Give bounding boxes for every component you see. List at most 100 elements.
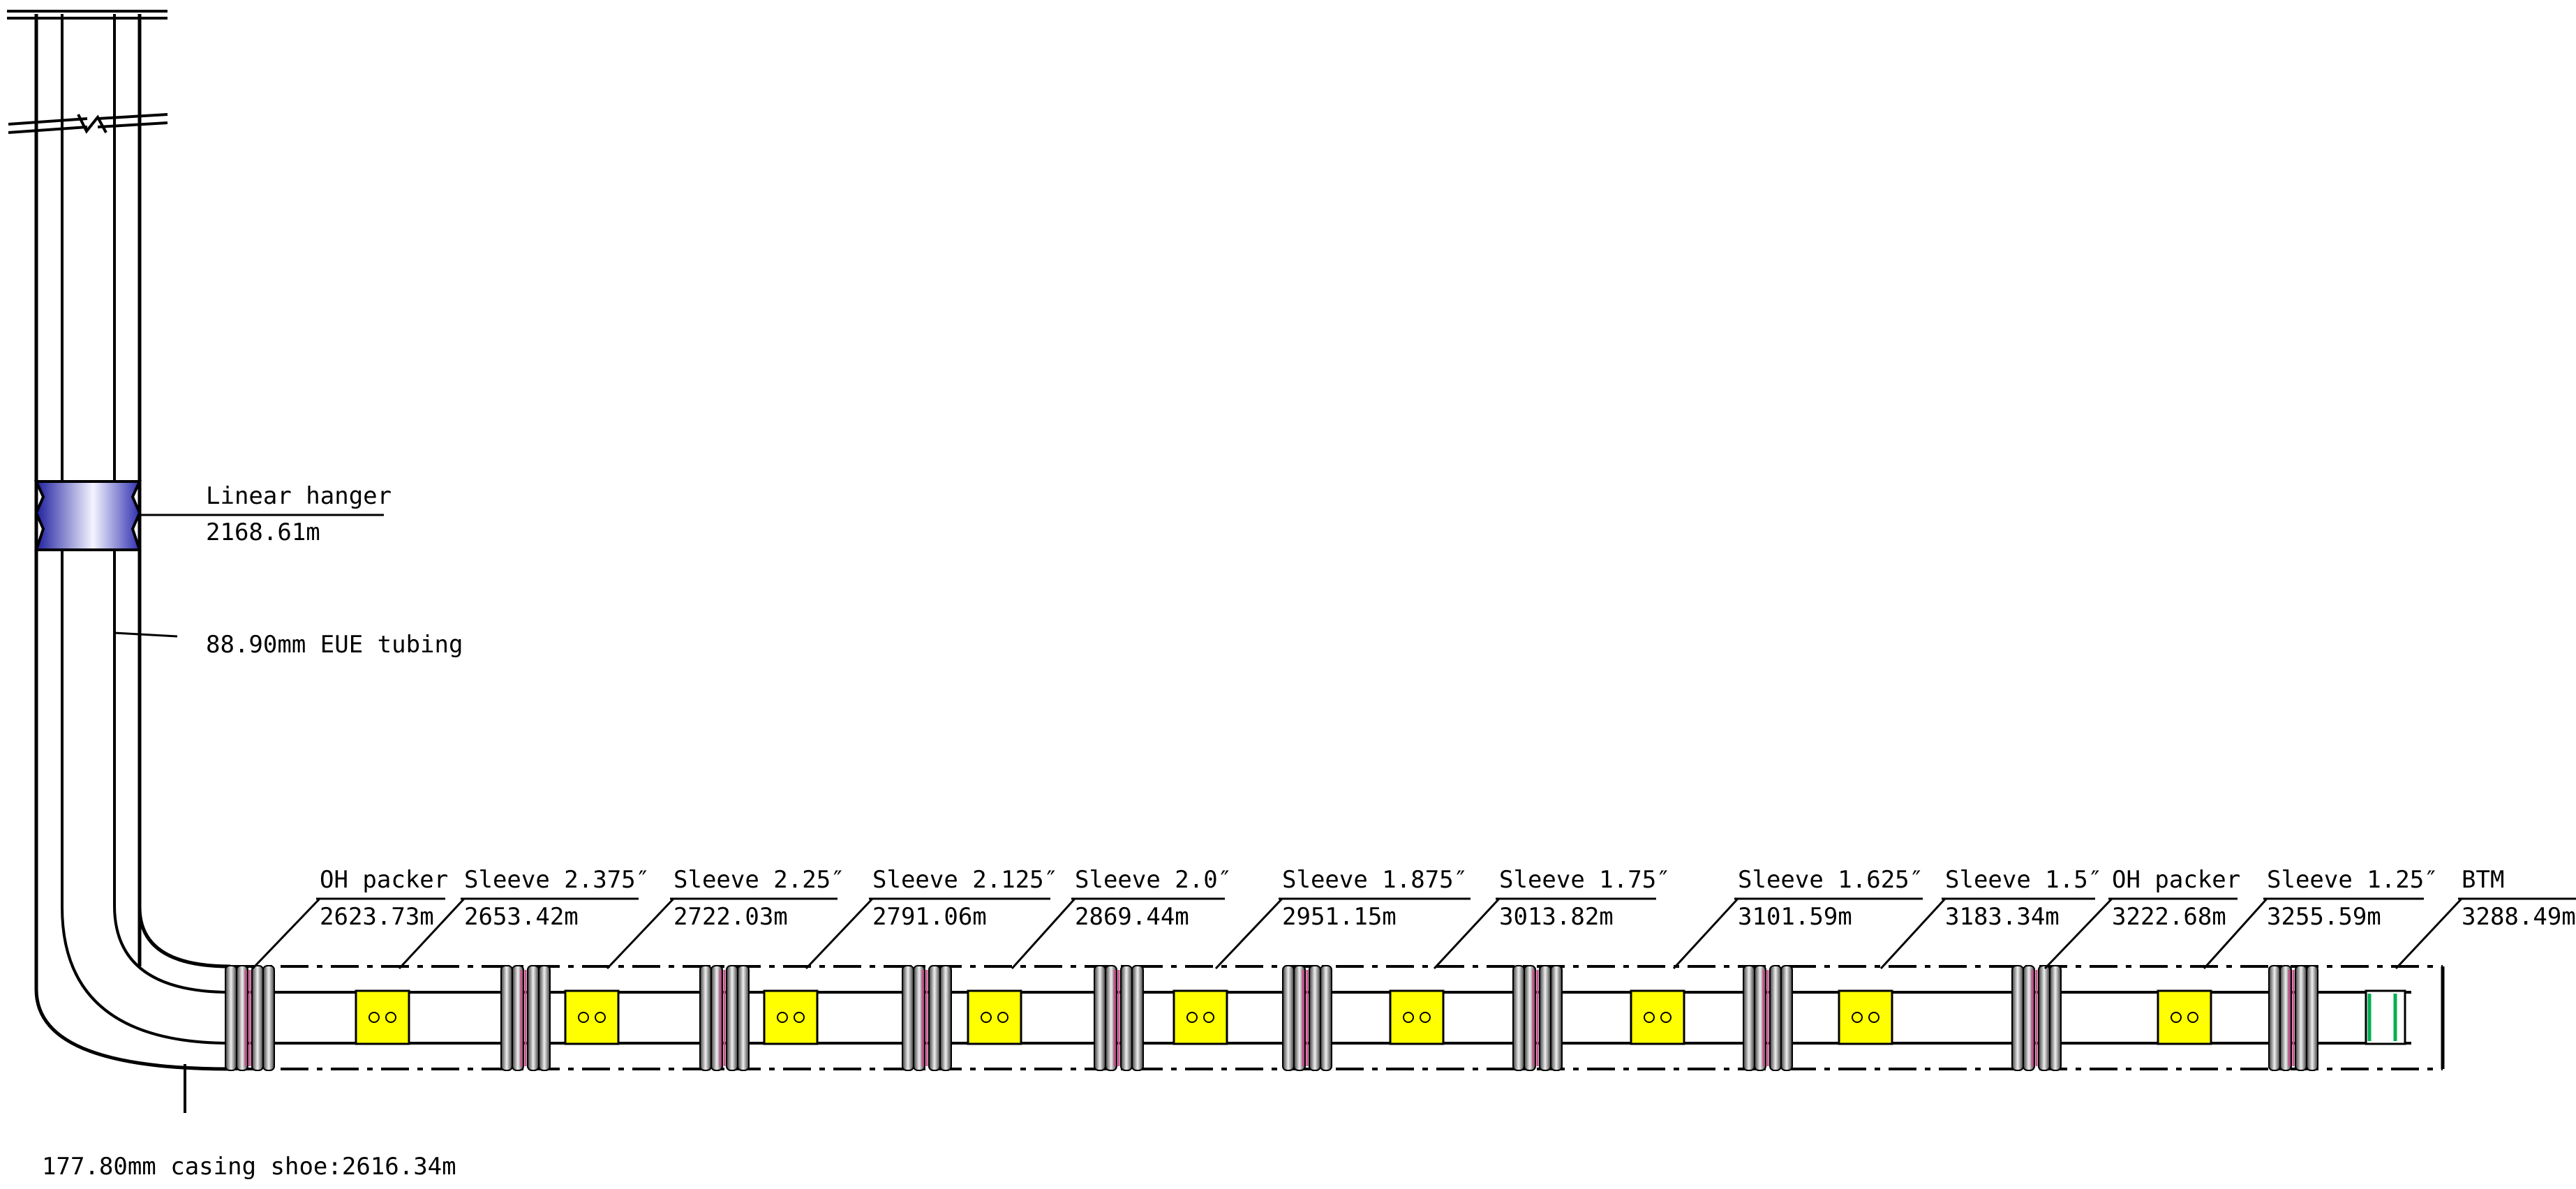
linear-hanger — [33, 480, 384, 551]
hanger-depth: 2168.61m — [206, 518, 320, 546]
packer-8 — [1743, 965, 1793, 1071]
packer-element — [1512, 965, 1525, 1071]
sleeve-port — [385, 1012, 396, 1023]
tubing-leader — [114, 631, 178, 638]
sleeve-port — [578, 1012, 589, 1023]
component-depth: 2951.15m — [1282, 903, 1397, 931]
callout-leader — [2203, 897, 2268, 970]
packer-element — [2268, 965, 2281, 1071]
packer-3 — [699, 965, 750, 1071]
sleeve-3 — [763, 989, 819, 1045]
component-depth: 3222.68m — [2112, 903, 2226, 931]
component-name: Sleeve 1.5″ — [1945, 866, 2102, 894]
packer-element — [500, 965, 513, 1071]
packer-element — [1743, 965, 1755, 1071]
sleeve-body — [355, 989, 410, 1045]
callout-leader — [1879, 897, 1946, 970]
component-name: Sleeve 2.0″ — [1075, 866, 1232, 894]
callout-2: Sleeve 2.375″ 2653.42m — [398, 866, 650, 970]
sleeve-7 — [1630, 989, 1685, 1045]
sleeve-1 — [355, 989, 410, 1045]
sleeve-body — [1630, 989, 1685, 1045]
sleeve-8 — [1838, 989, 1893, 1045]
packer-element — [1780, 965, 1793, 1071]
vertical-wellbore — [7, 10, 168, 989]
callout-leader — [2395, 897, 2463, 970]
sleeve-port — [1868, 1012, 1879, 1023]
packer-element — [2049, 965, 2062, 1071]
packer-2 — [500, 965, 551, 1071]
packer-element — [928, 965, 941, 1071]
packer-element — [726, 965, 738, 1071]
component-depth: 2623.73m — [320, 903, 434, 931]
sleeve-4 — [967, 989, 1022, 1045]
sleeve-port — [997, 1012, 1008, 1023]
packer-element — [527, 965, 539, 1071]
callout-5: Sleeve 2.0″2869.44m — [1011, 866, 1232, 970]
tubing-label: 88.90mm EUE tubing — [206, 631, 463, 659]
packer-5 — [1094, 965, 1144, 1071]
packer-element — [1120, 965, 1133, 1071]
component-depth: 2653.42m — [464, 903, 579, 931]
packer-element — [902, 965, 914, 1071]
packer-element — [1769, 965, 1782, 1071]
casing-shoe-label: 177.80mm casing shoe:2616.34m — [42, 1153, 456, 1181]
component-name: OH packer — [320, 866, 448, 894]
sleeve-port — [1186, 1012, 1198, 1023]
callout-leader — [2043, 897, 2113, 970]
sleeve-6 — [1389, 989, 1445, 1045]
component-name: Sleeve 1.75″ — [1499, 866, 1671, 894]
callout-3: Sleeve 2.25″2722.03m — [606, 866, 845, 970]
packer-7 — [1512, 965, 1563, 1071]
callout-9: Sleeve 1.5″3183.34m — [1879, 866, 2102, 970]
component-depth: 3255.59m — [2267, 903, 2381, 931]
hanger-name: Linear hanger — [206, 482, 392, 510]
wellbore-bend — [34, 905, 231, 1071]
callout-leader — [1672, 897, 1739, 970]
sleeve-body — [1172, 989, 1228, 1045]
packer-element — [939, 965, 952, 1071]
packer-element — [699, 965, 712, 1071]
callout-leader — [398, 897, 466, 970]
callout-4: Sleeve 2.125″2791.06m — [805, 866, 1058, 970]
packer-element — [737, 965, 750, 1071]
component-name: Sleeve 1.25″ — [2267, 866, 2439, 894]
callout-10: OH packer 3222.68m — [2043, 866, 2240, 970]
callout-leader — [1011, 897, 1076, 970]
component-depth: 3101.59m — [1738, 903, 1852, 931]
callout-6: Sleeve 1.875″ 2951.15m — [1214, 866, 1471, 970]
sleeve-body — [967, 989, 1022, 1045]
component-depth: 2791.06m — [872, 903, 987, 931]
sleeve-port — [1203, 1012, 1214, 1023]
sleeve-port — [595, 1012, 606, 1023]
component-name: OH packer — [2112, 866, 2240, 894]
component-name: Sleeve 1.625″ — [1738, 866, 1923, 894]
sleeve-body — [1389, 989, 1445, 1045]
callout-11: Sleeve 1.25″ 3255.59m — [2203, 866, 2439, 970]
sleeve-port — [1852, 1012, 1863, 1023]
packer-9 — [2011, 965, 2062, 1071]
callout-1: OH packer 2623.73m — [251, 866, 448, 970]
sleeve-port — [1660, 1012, 1672, 1023]
sleeve-5 — [1172, 989, 1228, 1045]
packer-6 — [1282, 965, 1332, 1071]
component-name: Sleeve 1.875″ — [1282, 866, 1468, 894]
packer-4 — [902, 965, 952, 1071]
sleeve-2 — [564, 989, 620, 1045]
packer-element — [1550, 965, 1563, 1071]
horizontal-wellbore — [230, 965, 2445, 1070]
callout-leader — [1214, 897, 1283, 970]
callout-leader — [1433, 897, 1501, 970]
sleeve-body — [564, 989, 620, 1045]
sleeve-port — [981, 1012, 992, 1023]
packer-element — [538, 965, 551, 1071]
sleeve-port — [2171, 1012, 2182, 1023]
sleeve-port — [2187, 1012, 2198, 1023]
sleeve-port — [1644, 1012, 1655, 1023]
component-name: Sleeve 2.375″ — [464, 866, 650, 894]
packer-element — [262, 965, 275, 1071]
completion-components — [225, 965, 2406, 1071]
callout-leader — [251, 897, 321, 970]
bottom-body — [2365, 989, 2406, 1045]
